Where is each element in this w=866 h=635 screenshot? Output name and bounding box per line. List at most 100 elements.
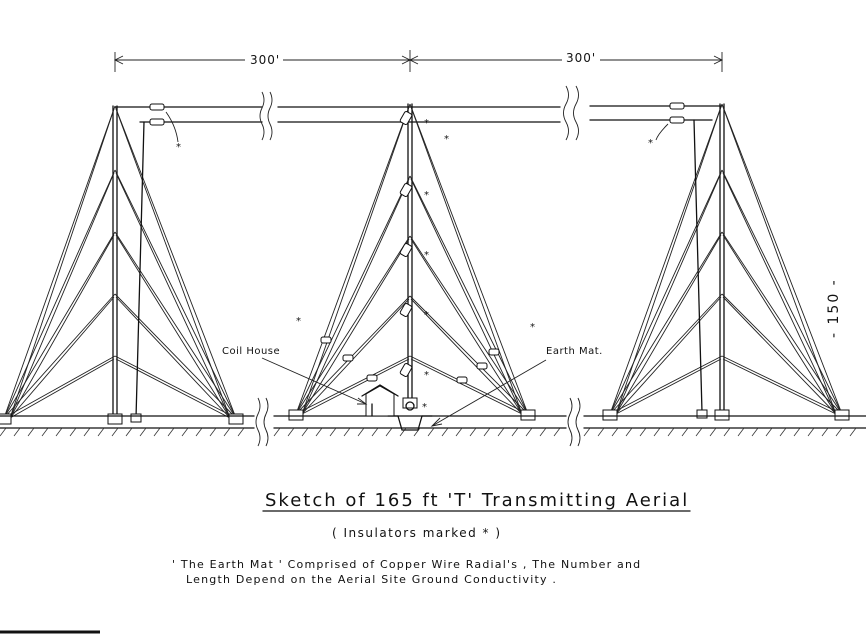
stay-wire: [410, 178, 523, 415]
ground-hatch: [553, 427, 561, 437]
stay-wire: [114, 293, 237, 419]
ground-hatch: [765, 427, 773, 437]
ground-hatch: [497, 427, 505, 437]
stay-wire: [609, 103, 723, 415]
ground-hatch: [111, 427, 119, 437]
ground-hatch: [751, 427, 759, 437]
stay-wire: [615, 106, 722, 415]
ground-hatch: [709, 427, 717, 437]
stay-wire: [301, 178, 410, 415]
ground-hatch: [639, 427, 647, 437]
ground-hatch: [525, 427, 533, 437]
stay-wire: [615, 234, 722, 415]
stay-wire: [609, 231, 723, 415]
insulator-mark-top-left: *: [176, 142, 182, 153]
ground-hatch: [625, 427, 633, 437]
stay-insulator: [399, 363, 413, 377]
stay-wire: [410, 358, 523, 415]
insulator-mark: *: [530, 322, 536, 333]
top-aerial-wires: * * *: [114, 85, 723, 153]
ground-break: [255, 397, 261, 447]
insulator-mark-top-right: *: [648, 138, 654, 149]
stay-wire: [3, 293, 116, 419]
stay-wire: [301, 238, 410, 415]
stay-wire: [115, 172, 231, 419]
stay-wire: [721, 169, 843, 415]
stay-wire: [409, 103, 529, 415]
mast-centre: *******: [288, 103, 536, 421]
stay-wire: [722, 234, 837, 415]
ground-hatch: [441, 427, 449, 437]
ground-hatch: [125, 427, 133, 437]
stay-insulator: [399, 183, 413, 197]
ground-hatch: [83, 427, 91, 437]
stay-wire: [609, 355, 723, 415]
stay-wire: [295, 175, 411, 415]
dimension-left: 300': [113, 52, 412, 72]
stay-wire: [295, 103, 411, 415]
ground-hatch: [427, 427, 435, 437]
ground-hatch: [139, 427, 147, 437]
anchor-block: [228, 413, 244, 425]
caption-subtitle: ( Insulators marked * ): [332, 526, 502, 540]
dimension-right: 300': [408, 50, 724, 72]
ground-hatch: [69, 427, 77, 437]
ground-hatch: [357, 427, 365, 437]
ground-hatch: [681, 427, 689, 437]
mast-right: [602, 103, 850, 421]
anchor-block: [834, 409, 850, 421]
mast-foot: [714, 409, 730, 421]
ground-hatch: [27, 427, 35, 437]
mast-foot: [402, 397, 418, 409]
ground-break: [263, 397, 269, 447]
ground-hatch: [13, 427, 21, 437]
stay-wire: [615, 172, 722, 415]
ground-hatch: [511, 427, 519, 437]
ground-hatch: [455, 427, 463, 437]
insulator-mark: *: [424, 190, 430, 201]
stay-wire: [114, 355, 237, 419]
right-span-label: 300': [566, 51, 596, 65]
caption-title: Sketch of 165 ft 'T' Transmitting Aerial: [265, 490, 689, 511]
stay-wire: [609, 293, 723, 415]
insulator-mark: *: [424, 310, 430, 321]
coil-house: [361, 384, 399, 417]
insulator-mark-top-centre: *: [444, 134, 450, 145]
stay-wire: [3, 231, 116, 419]
stay-wire: [722, 358, 837, 415]
stay-wire: [114, 231, 237, 419]
ground-hatch: [821, 427, 829, 437]
ground-hatch: [237, 427, 245, 437]
ground-hatch: [779, 427, 787, 437]
stay-wire: [115, 296, 231, 419]
stay-wire: [410, 106, 523, 415]
ground-hatch: [167, 427, 175, 437]
ground-hatch: [315, 427, 323, 437]
stay-wire: [721, 355, 843, 415]
stay-wire: [721, 293, 843, 415]
caption-note-line2: Length Depend on the Aerial Site Ground …: [186, 573, 557, 586]
ground-hatch: [539, 427, 547, 437]
stay-wire: [301, 298, 410, 415]
ground-hatch: [181, 427, 189, 437]
base-insulator: *: [387, 401, 433, 431]
ground-hatch: [483, 427, 491, 437]
stay-wire: [115, 358, 231, 419]
stay-wire: [301, 358, 410, 415]
anchor-block: [0, 413, 12, 425]
stay-insulator: [456, 376, 468, 384]
stay-wire: [114, 169, 237, 419]
coil-house-callout: Coil House: [222, 346, 368, 405]
insulator-mark: *: [296, 316, 302, 327]
stay-wire: [409, 235, 529, 415]
ground-hatch: [793, 427, 801, 437]
insulator-mark: *: [424, 250, 430, 261]
mast-foot: [107, 413, 123, 425]
ground-hatch: [849, 427, 857, 437]
caption: Sketch of 165 ft 'T' Transmitting Aerial…: [172, 490, 691, 586]
stay-wire: [3, 105, 116, 419]
ground-line: [0, 397, 866, 447]
stay-insulator: [399, 243, 413, 257]
coil-house-label: Coil House: [222, 346, 280, 357]
ground-hatch: [469, 427, 477, 437]
